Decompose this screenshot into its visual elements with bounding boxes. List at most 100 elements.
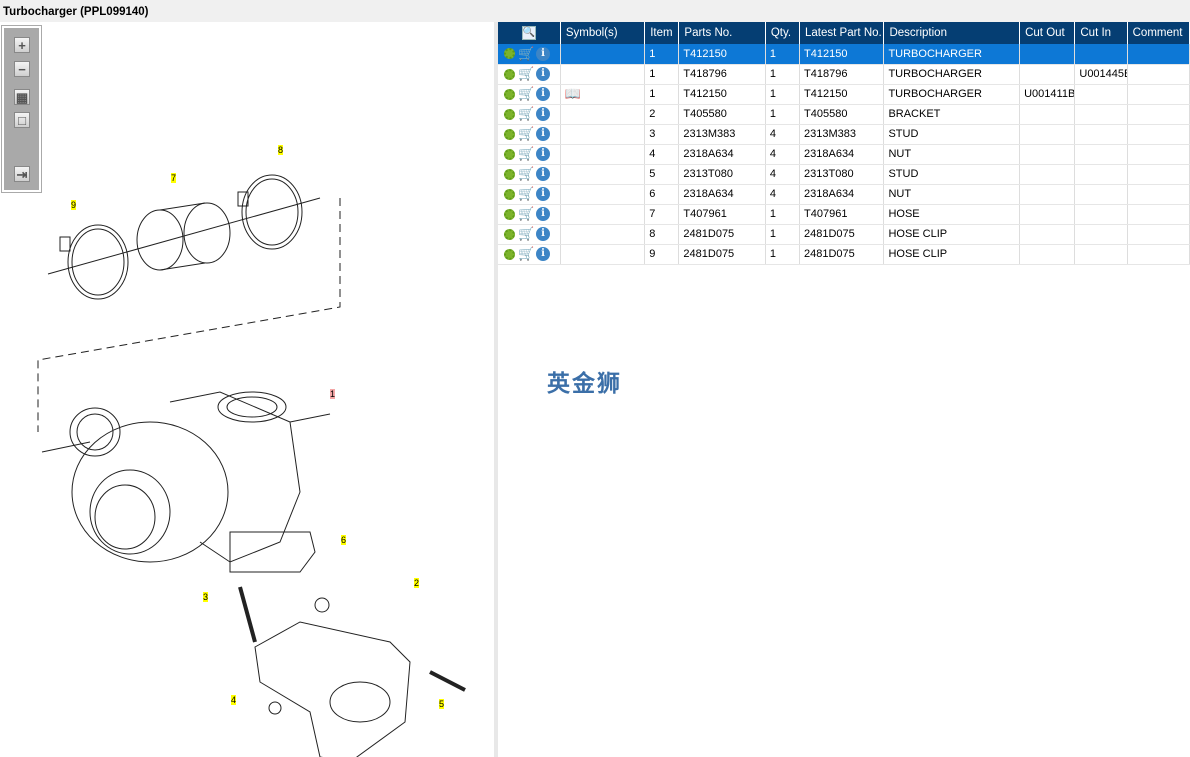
- cell-latest-part-no: T412150: [799, 84, 885, 105]
- cart-icon[interactable]: 🛒: [518, 206, 535, 221]
- cell-cut-in: [1074, 104, 1128, 125]
- info-icon[interactable]: i: [536, 107, 550, 121]
- cell-cut-in: [1074, 84, 1128, 105]
- cell-comment: [1127, 44, 1190, 65]
- cell-comment: [1127, 124, 1190, 145]
- table-row[interactable]: 🛒i 6 2318A634 4 2318A634 NUT: [498, 184, 1190, 205]
- callout-6[interactable]: 6: [341, 535, 347, 545]
- gear-icon[interactable]: [504, 188, 515, 200]
- info-icon[interactable]: i: [536, 167, 550, 181]
- gear-icon[interactable]: [504, 48, 515, 60]
- zoom-in-button[interactable]: +: [14, 37, 30, 53]
- info-icon[interactable]: i: [536, 147, 550, 161]
- cell-cut-in: [1074, 124, 1128, 145]
- cart-icon[interactable]: 🛒: [518, 186, 535, 201]
- callout-7[interactable]: 7: [171, 173, 177, 183]
- cell-qty: 1: [765, 244, 801, 265]
- table-row[interactable]: 🛒i 2 T405580 1 T405580 BRACKET: [498, 104, 1190, 125]
- callout-1[interactable]: 1: [330, 389, 336, 399]
- col-item[interactable]: Item: [644, 22, 680, 44]
- diagram-toolbar: + − ▦ □ ⇥: [1, 25, 42, 193]
- gear-icon[interactable]: [504, 228, 515, 240]
- info-icon[interactable]: i: [536, 87, 550, 101]
- cell-cut-out: [1019, 204, 1076, 225]
- cell-item: 1: [644, 84, 680, 105]
- table-row[interactable]: 🛒i 1 T418796 1 T418796 TURBOCHARGER U001…: [498, 64, 1190, 85]
- cart-icon[interactable]: 🛒: [518, 45, 535, 61]
- cell-comment: [1127, 84, 1190, 105]
- gear-icon[interactable]: [504, 248, 515, 260]
- callout-2[interactable]: 2: [414, 578, 420, 588]
- gear-icon[interactable]: [504, 108, 515, 120]
- gear-icon[interactable]: [504, 128, 515, 140]
- row-actions: 🛒i: [498, 44, 561, 65]
- gear-icon[interactable]: [504, 168, 515, 180]
- find-column-header[interactable]: 🔍: [498, 22, 561, 44]
- cell-comment: [1127, 184, 1190, 205]
- row-actions: 🛒i: [498, 184, 561, 205]
- callout-9[interactable]: 9: [71, 200, 77, 210]
- cell-description: NUT: [883, 184, 1021, 205]
- cart-icon[interactable]: 🛒: [518, 246, 535, 261]
- row-actions: 🛒i: [498, 224, 561, 245]
- cart-icon[interactable]: 🛒: [518, 66, 535, 81]
- cell-cut-out: [1019, 144, 1076, 165]
- info-icon[interactable]: i: [536, 187, 550, 201]
- panel-splitter[interactable]: [494, 22, 498, 757]
- cart-icon[interactable]: 🛒: [518, 226, 535, 241]
- callout-4[interactable]: 4: [231, 695, 237, 705]
- callout-5[interactable]: 5: [439, 699, 445, 709]
- zoom-out-button[interactable]: −: [14, 61, 30, 77]
- col-parts-no[interactable]: Parts No.: [678, 22, 766, 44]
- col-cut-in[interactable]: Cut In: [1074, 22, 1128, 44]
- callout-3[interactable]: 3: [203, 592, 209, 602]
- info-icon[interactable]: i: [536, 46, 550, 61]
- gear-icon[interactable]: [504, 88, 515, 100]
- col-latest-part-no[interactable]: Latest Part No.: [799, 22, 885, 44]
- info-icon[interactable]: i: [536, 247, 550, 261]
- cell-item: 1: [644, 64, 680, 85]
- table-row[interactable]: 🛒i 5 2313T080 4 2313T080 STUD: [498, 164, 1190, 185]
- table-row[interactable]: 🛒i 4 2318A634 4 2318A634 NUT: [498, 144, 1190, 165]
- diagram-panel[interactable]: + − ▦ □ ⇥ 1 2 3 4 5 6 7 8 9: [0, 22, 494, 757]
- table-row[interactable]: 🛒i 📖 1 T412150 1 T412150 TURBOCHARGER U0…: [498, 84, 1190, 105]
- cart-icon[interactable]: 🛒: [518, 126, 535, 141]
- cart-icon[interactable]: 🛒: [518, 106, 535, 121]
- col-symbols[interactable]: Symbol(s): [560, 22, 646, 44]
- table-row[interactable]: 🛒i 3 2313M383 4 2313M383 STUD: [498, 124, 1190, 145]
- cell-parts-no: 2313T080: [678, 164, 766, 185]
- cart-icon[interactable]: 🛒: [518, 166, 535, 181]
- cell-latest-part-no: 2318A634: [799, 184, 885, 205]
- gear-icon[interactable]: [504, 208, 515, 220]
- cell-description: TURBOCHARGER: [883, 64, 1021, 85]
- cell-cut-in: [1074, 44, 1128, 65]
- gear-icon[interactable]: [504, 148, 515, 160]
- info-icon[interactable]: i: [536, 127, 550, 141]
- cell-symbol: [560, 124, 646, 145]
- info-icon[interactable]: i: [536, 227, 550, 241]
- gear-icon[interactable]: [504, 68, 515, 80]
- book-icon[interactable]: 📖: [564, 86, 581, 101]
- cell-parts-no: 2481D075: [678, 224, 766, 245]
- cart-icon[interactable]: 🛒: [518, 86, 535, 101]
- callout-8[interactable]: 8: [278, 145, 284, 155]
- cell-description: HOSE: [883, 204, 1021, 225]
- actual-size-button[interactable]: □: [14, 112, 30, 128]
- col-qty[interactable]: Qty.: [765, 22, 801, 44]
- cell-symbol: 📖: [560, 84, 646, 105]
- watermark: 英金狮: [547, 371, 622, 397]
- table-row[interactable]: 🛒i 7 T407961 1 T407961 HOSE: [498, 204, 1190, 225]
- col-cut-out[interactable]: Cut Out: [1019, 22, 1076, 44]
- table-row[interactable]: 🛒i 1 T412150 1 T412150 TURBOCHARGER: [498, 44, 1190, 65]
- row-actions: 🛒i: [498, 124, 561, 145]
- export-button[interactable]: ⇥: [14, 166, 30, 182]
- cell-item: 2: [644, 104, 680, 125]
- table-row[interactable]: 🛒i 8 2481D075 1 2481D075 HOSE CLIP: [498, 224, 1190, 245]
- table-row[interactable]: 🛒i 9 2481D075 1 2481D075 HOSE CLIP: [498, 244, 1190, 265]
- col-description[interactable]: Description: [883, 22, 1021, 44]
- fit-to-window-button[interactable]: ▦: [14, 89, 30, 105]
- info-icon[interactable]: i: [536, 67, 550, 81]
- info-icon[interactable]: i: [536, 207, 550, 221]
- col-comment[interactable]: Comment: [1127, 22, 1190, 44]
- cart-icon[interactable]: 🛒: [518, 146, 535, 161]
